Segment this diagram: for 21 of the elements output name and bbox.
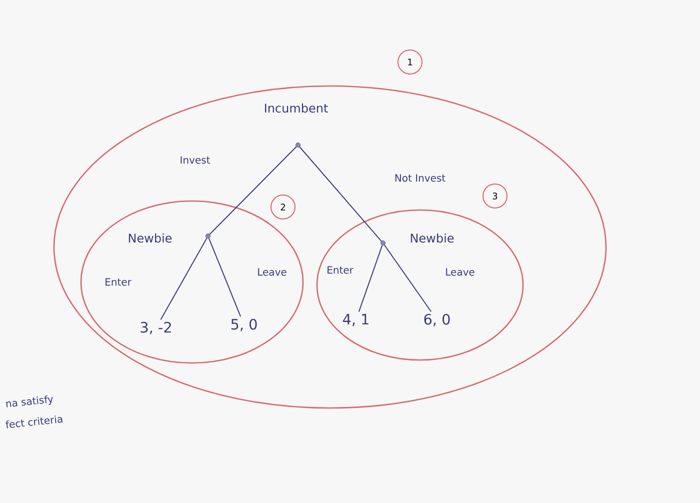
branch-line [209, 146, 297, 235]
decision-node: Newbie [380, 233, 454, 246]
branch-line [208, 238, 242, 318]
node-label: Newbie [128, 233, 172, 243]
payoff-text: 5, 0 [231, 318, 257, 332]
circled-number: 3 [482, 184, 508, 208]
decision-node: Newbie [128, 233, 210, 243]
payoff-text: 6, 0 [424, 314, 450, 326]
decision-node: Incumbent [265, 103, 328, 148]
node-label: Incumbent [265, 103, 328, 113]
payoff-text: 3, -2 [140, 322, 171, 334]
branch-line [299, 146, 382, 242]
note-text: na satisfy [6, 395, 53, 408]
node-label: Newbie [410, 233, 454, 243]
branch-line [160, 238, 208, 320]
payoff-text: 4, 1 [342, 314, 368, 326]
circled-number: 2 [270, 194, 296, 220]
circled-number: 1 [398, 50, 422, 74]
branch-line [358, 244, 383, 312]
note-text: fect criteria [6, 416, 62, 428]
branch-line [384, 244, 432, 312]
